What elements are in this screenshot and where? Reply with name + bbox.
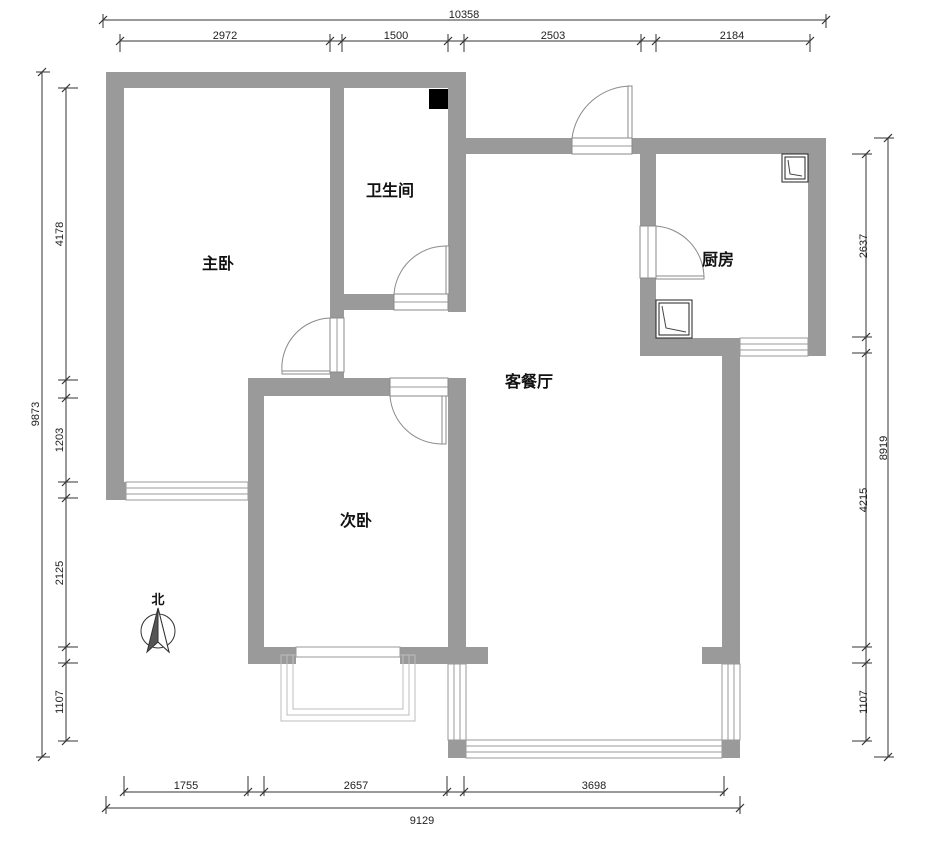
dim-left-total: 9873 <box>30 402 42 426</box>
doors <box>281 85 705 445</box>
shaft-block <box>429 89 448 109</box>
label-kitchen: 厨房 <box>702 250 734 269</box>
walls <box>106 72 826 758</box>
window-kitchen <box>739 337 809 357</box>
windows <box>125 337 809 759</box>
door-kitchen <box>639 225 705 280</box>
dimension-labels: 10358 2972 1500 2503 2184 1755 2657 3698… <box>30 9 890 827</box>
dim-right-2: 4215 <box>858 488 870 512</box>
door-entrance <box>571 85 633 155</box>
dim-bottom-1: 1755 <box>174 780 198 792</box>
room-labels: 主卧 卫生间 厨房 客餐厅 次卧 <box>202 181 734 530</box>
dim-left-1: 4178 <box>54 222 66 246</box>
north-arrow: 北 <box>140 593 176 654</box>
dim-right-1: 2637 <box>858 234 870 258</box>
dim-top-3: 2503 <box>541 30 565 42</box>
label-second-bedroom: 次卧 <box>340 511 372 530</box>
door-second-bedroom <box>389 377 449 445</box>
kitchen-sink-icon <box>655 299 693 339</box>
window-living-right <box>721 663 741 741</box>
dim-left-4: 1107 <box>54 690 66 714</box>
window-second-bedroom-bay <box>280 646 416 722</box>
kitchen-flue-icon <box>781 153 809 183</box>
dim-right-3: 1107 <box>858 690 870 714</box>
dim-bottom-total: 9129 <box>410 815 434 827</box>
dim-left-2: 1203 <box>54 428 66 452</box>
window-living-bottom <box>465 739 723 759</box>
dim-top-total: 10358 <box>449 9 480 21</box>
dimension-lines <box>36 14 894 814</box>
door-master-bedroom <box>281 317 345 375</box>
label-master-bedroom: 主卧 <box>202 254 234 273</box>
door-bathroom <box>393 245 450 311</box>
north-label: 北 <box>151 593 164 608</box>
dim-top-1: 2972 <box>213 30 237 42</box>
label-bathroom: 卫生间 <box>366 181 414 200</box>
dim-top-4: 2184 <box>720 30 744 42</box>
fixtures <box>429 89 809 339</box>
window-master-bedroom <box>125 481 249 501</box>
window-living-left <box>447 663 467 741</box>
dim-bottom-2: 2657 <box>344 780 368 792</box>
dim-bottom-3: 3698 <box>582 780 606 792</box>
label-living-dining: 客餐厅 <box>505 372 553 391</box>
dim-left-3: 2125 <box>54 561 66 585</box>
dim-right-total: 8919 <box>878 436 890 460</box>
dim-top-2: 1500 <box>384 30 408 42</box>
